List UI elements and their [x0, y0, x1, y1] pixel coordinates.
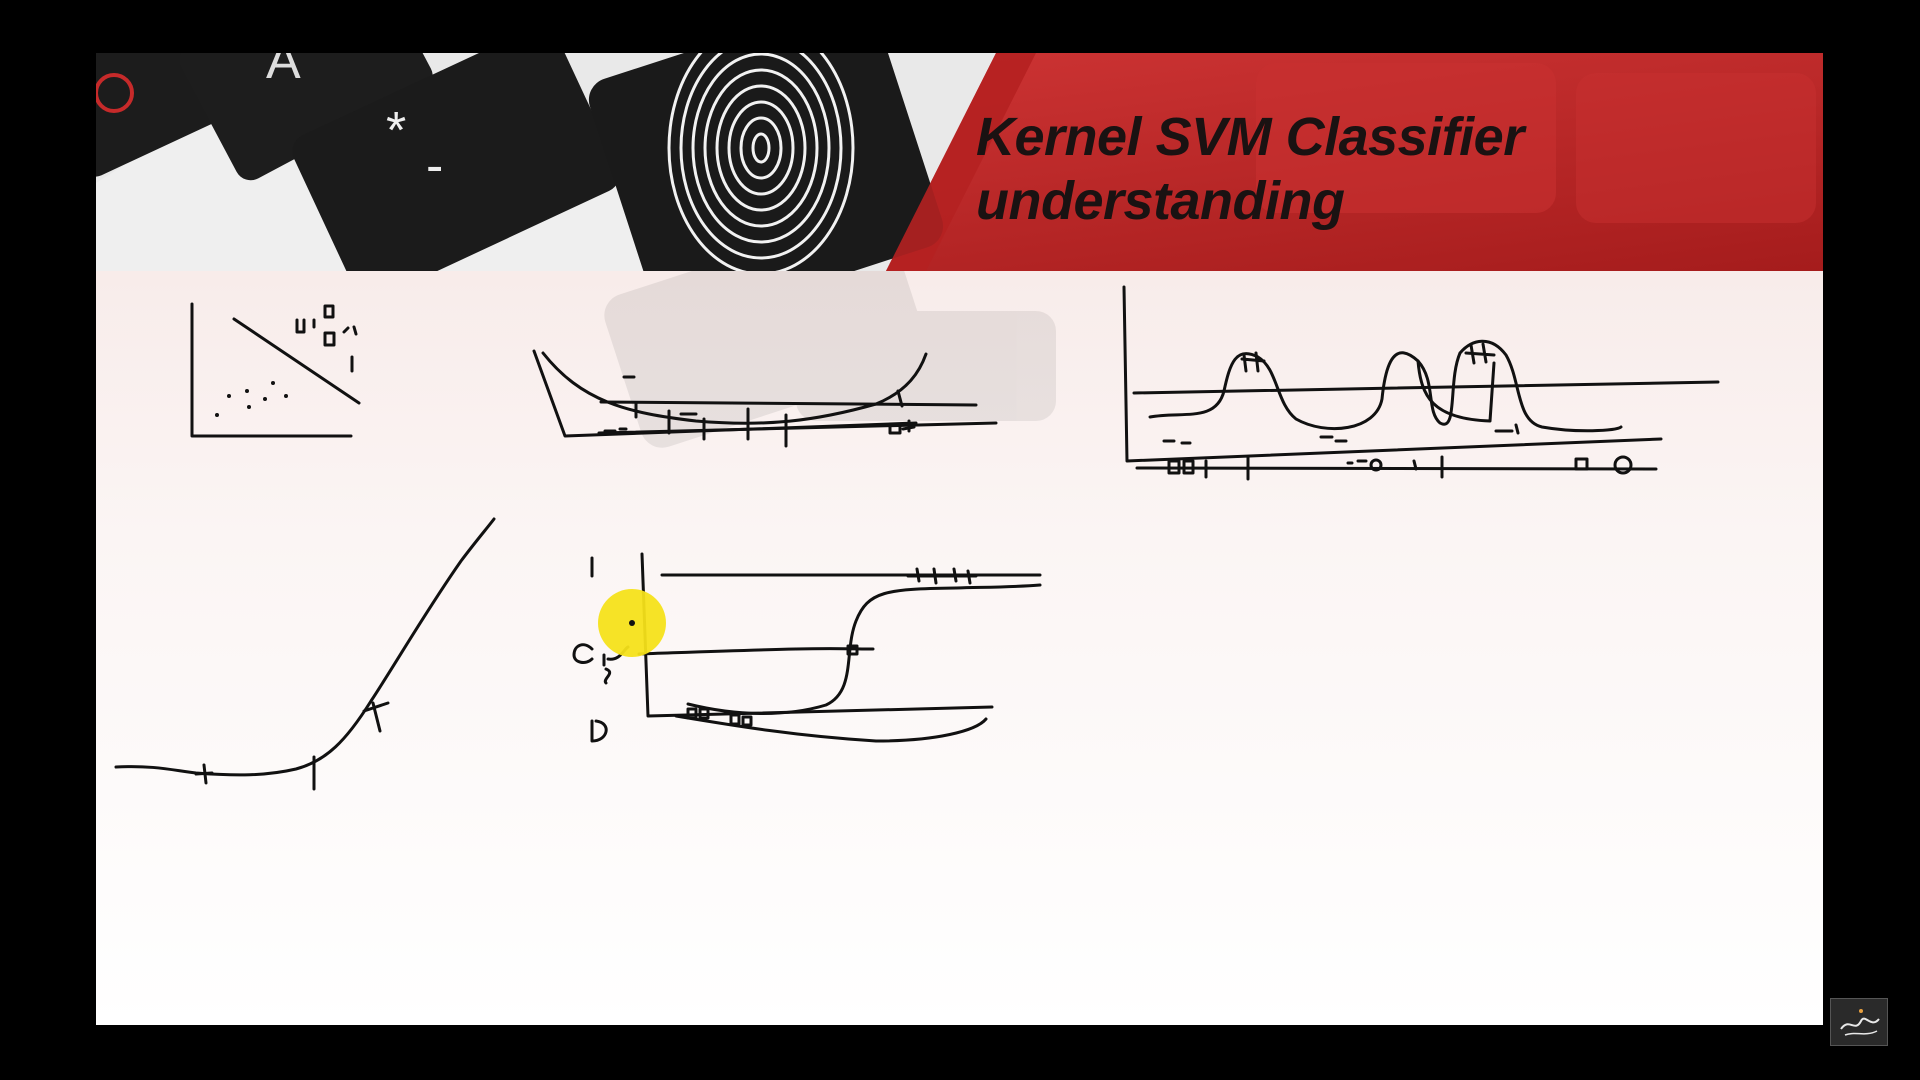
calligraphy-logo-icon — [1840, 1009, 1880, 1036]
key-asterisk: * — [386, 102, 406, 160]
sketch-sigmoid-curve — [572, 552, 1042, 743]
sketch-linear-separable — [190, 302, 361, 438]
fingerprint-icon — [667, 53, 855, 271]
slide-title: Kernel SVM Classifier understanding — [976, 105, 1524, 233]
handwritten-sketches — [114, 271, 1720, 791]
sketch-relu-curve — [114, 517, 496, 791]
title-line-1: Kernel SVM Classifier — [976, 107, 1524, 167]
sketch-multi-bump-mapping — [1122, 285, 1720, 481]
presentation-slide: A * - Kernel SVM Classifier understand — [96, 53, 1823, 1025]
whiteboard-area — [96, 271, 1823, 1025]
sketch-parabola-mapping — [532, 349, 998, 448]
banner-background: A * - — [96, 53, 1823, 271]
key-a: A — [266, 53, 301, 90]
key-minus: - — [426, 137, 443, 195]
slide-banner: A * - Kernel SVM Classifier understand — [96, 53, 1823, 271]
presenter-pointer — [598, 589, 666, 657]
title-line-2: understanding — [976, 171, 1345, 231]
channel-logo — [1830, 998, 1888, 1046]
